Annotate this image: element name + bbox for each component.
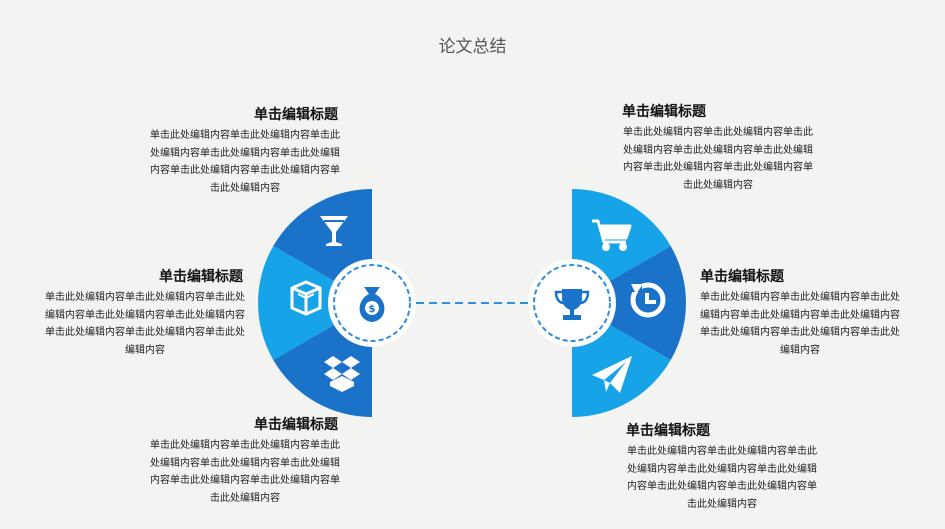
money-bag-icon: $: [359, 287, 385, 322]
block-text[interactable]: 单击此处编辑内容单击此处编辑内容单击此处编辑内容单击此处编辑内容单击此处编辑内容…: [700, 292, 900, 356]
text-block-top-left: 单击编辑标题 单击此处编辑内容单击此处编辑内容单击此处编辑内容单击此处编辑内容单…: [150, 104, 340, 197]
page-title: 论文总结: [438, 37, 507, 57]
wine-glass-icon: [320, 216, 348, 246]
svg-text:$: $: [369, 304, 376, 315]
block-text[interactable]: 单击此处编辑内容单击此处编辑内容单击此处编辑内容单击此处编辑内容单击此处编辑内容…: [150, 130, 340, 194]
box-icon: [290, 280, 322, 316]
text-block-top-right: 单击编辑标题 单击此处编辑内容单击此处编辑内容单击此处编辑内容单击此处编辑内容单…: [622, 101, 814, 194]
left-sector-middle[interactable]: [258, 246, 372, 360]
text-block-mid-left: 单击编辑标题 单击此处编辑内容单击此处编辑内容单击此处编辑内容单击此处编辑内容单…: [45, 266, 245, 359]
refresh-icon: [628, 282, 666, 318]
block-title[interactable]: 单击编辑标题: [254, 107, 338, 123]
dropbox-icon: [324, 356, 360, 392]
right-center-dashed-ring: [533, 264, 611, 342]
block-text[interactable]: 单击此处编辑内容单击此处编辑内容单击此处编辑内容单击此处编辑内容单击此处编辑内容…: [150, 440, 340, 504]
shopping-cart-icon: [592, 219, 632, 251]
block-title[interactable]: 单击编辑标题: [622, 104, 706, 120]
text-block-bottom-left: 单击编辑标题 单击此处编辑内容单击此处编辑内容单击此处编辑内容单击此处编辑内容单…: [150, 414, 340, 507]
left-center-dashed-ring: [333, 264, 411, 342]
block-title[interactable]: 单击编辑标题: [159, 269, 243, 285]
block-title[interactable]: 单击编辑标题: [626, 423, 710, 439]
right-sector-middle[interactable]: [572, 246, 686, 360]
block-text[interactable]: 单击此处编辑内容单击此处编辑内容单击此处编辑内容单击此处编辑内容单击此处编辑内容…: [627, 446, 817, 510]
block-title[interactable]: 单击编辑标题: [700, 269, 784, 285]
paper-plane-icon: [592, 356, 632, 393]
block-text[interactable]: 单击此处编辑内容单击此处编辑内容单击此处编辑内容单击此处编辑内容单击此处编辑内容…: [45, 292, 245, 356]
text-block-bottom-right: 单击编辑标题 单击此处编辑内容单击此处编辑内容单击此处编辑内容单击此处编辑内容单…: [626, 420, 818, 513]
block-title[interactable]: 单击编辑标题: [254, 417, 338, 433]
trophy-icon: [554, 289, 590, 320]
text-block-mid-right: 单击编辑标题 单击此处编辑内容单击此处编辑内容单击此处编辑内容单击此处编辑内容单…: [700, 266, 900, 359]
block-text[interactable]: 单击此处编辑内容单击此处编辑内容单击此处编辑内容单击此处编辑内容单击此处编辑内容…: [623, 127, 813, 191]
